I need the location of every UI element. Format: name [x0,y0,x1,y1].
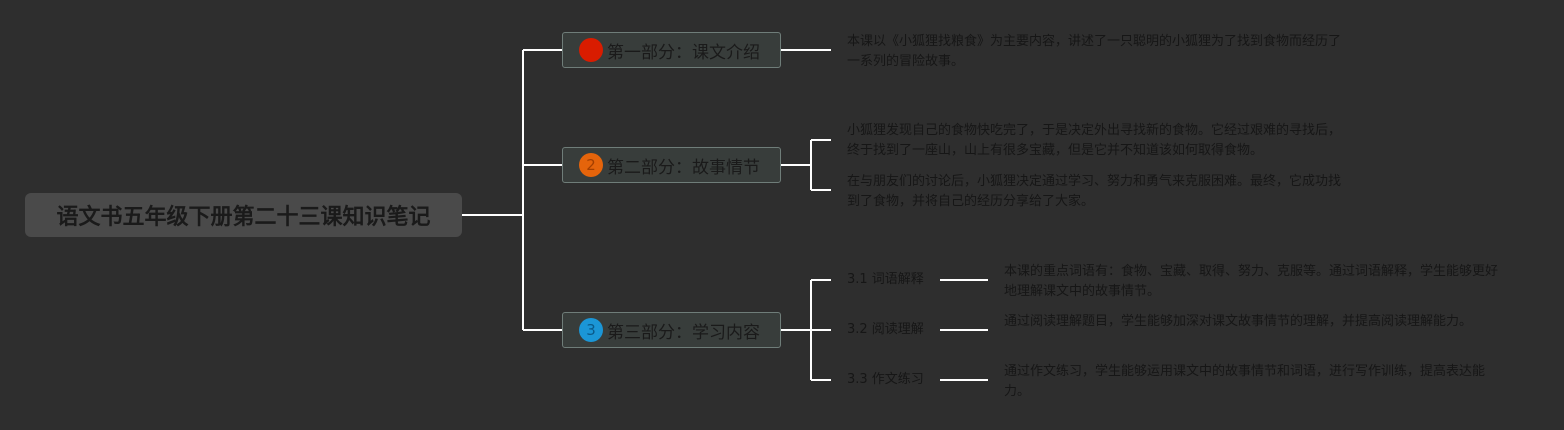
topic-part-3-label: 第三部分：学习内容 [607,322,760,343]
subtopic-3-2[interactable]: 3.2 阅读理解 [847,322,924,337]
part-1-detail[interactable]: 本课以《小狐狸找粮食》为主要内容，讲述了一只聪明的小狐狸为了找到食物而经历了一系… [847,34,1342,69]
part-3-number-badge: 3 [579,318,603,342]
topic-part-1-label: 第一部分：课文介绍 [607,42,760,63]
topic-part-1[interactable]: 1 第一部分：课文介绍 [562,32,781,68]
topic-part-2[interactable]: 2 第二部分：故事情节 [562,147,781,183]
part-2-detail-1[interactable]: 小狐狸发现自己的食物快吃完了，于是决定外出寻找新的食物。它经过艰难的寻找后，终于… [847,123,1342,158]
part-2-detail-2[interactable]: 在与朋友们的讨论后，小狐狸决定通过学习、努力和勇气来克服困难。最终，它成功找到了… [847,174,1342,209]
subtopic-3-1[interactable]: 3.1 词语解释 [847,272,924,287]
part-2-number-badge: 2 [579,153,603,177]
topic-part-2-label: 第二部分：故事情节 [607,157,760,178]
subtopic-3-1-detail[interactable]: 本课的重点词语有：食物、宝藏、取得、努力、克服等。通过词语解释，学生能够更好地理… [1004,264,1499,299]
topic-part-3[interactable]: 3 第三部分：学习内容 [562,312,781,348]
part-1-number-badge: 1 [579,38,603,62]
subtopic-3-3-detail[interactable]: 通过作文练习，学生能够运用课文中的故事情节和词语，进行写作训练，提高表达能力。 [1004,364,1486,399]
root-topic-label: 语文书五年级下册第二十三课知识笔记 [56,205,431,230]
root-topic[interactable]: 语文书五年级下册第二十三课知识笔记 [25,193,462,237]
subtopic-3-3[interactable]: 3.3 作文练习 [847,372,924,387]
subtopic-3-2-detail[interactable]: 通过阅读理解题目，学生能够加深对课文故事情节的理解，并提高阅读理解能力。 [1004,314,1473,329]
